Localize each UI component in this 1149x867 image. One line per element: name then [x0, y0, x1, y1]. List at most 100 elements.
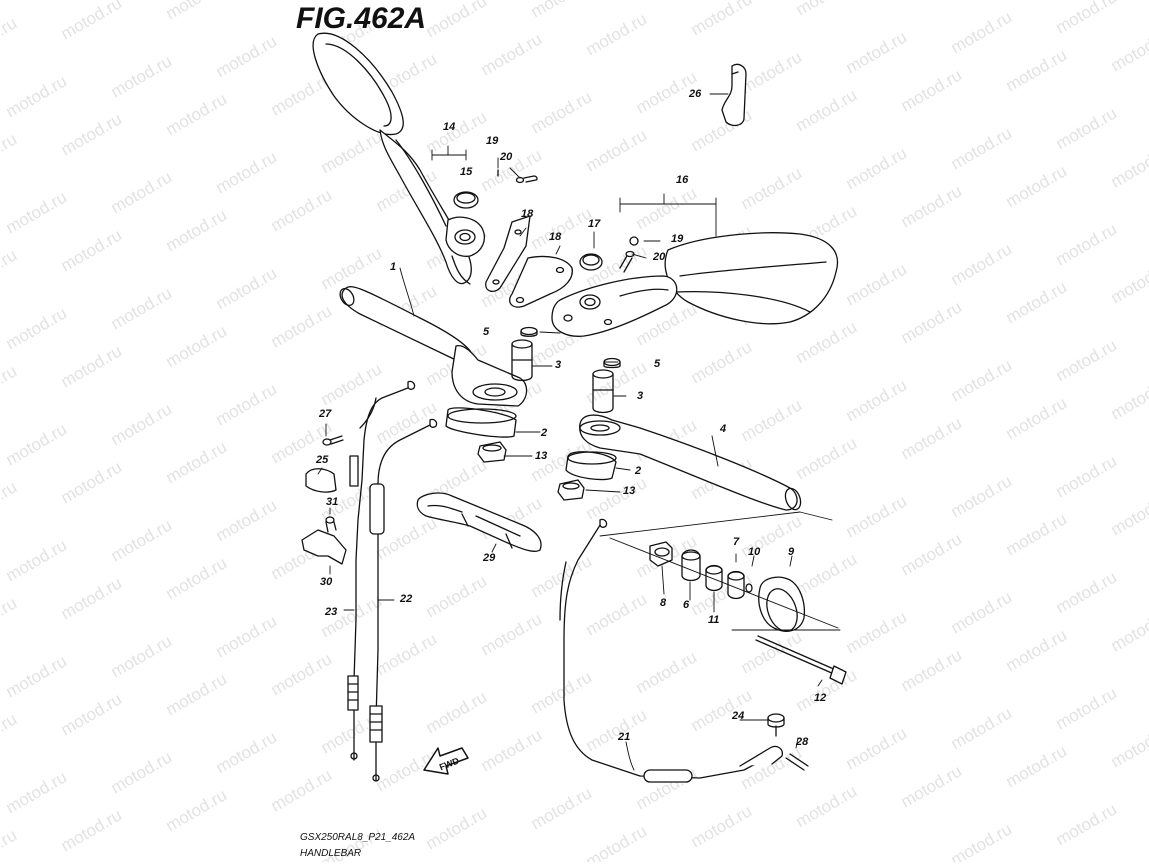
- watermark-text: motod.ru: [1053, 799, 1121, 849]
- watermark-text: motod.ru: [688, 685, 756, 735]
- callout-2b: 2: [634, 465, 641, 477]
- watermark-text: motod.ru: [163, 205, 231, 255]
- watermark-text: motod.ru: [738, 395, 806, 445]
- watermark-text: motod.ru: [163, 553, 231, 603]
- callout-17: 17: [588, 218, 601, 230]
- watermark-text: motod.ru: [108, 167, 176, 217]
- watermark-text: motod.ru: [268, 301, 336, 351]
- watermark-text: motod.ru: [633, 647, 701, 697]
- watermark-text: motod.ru: [948, 471, 1016, 521]
- watermark-text: motod.ru: [1003, 625, 1071, 675]
- watermark-text: motod.ru: [843, 375, 911, 425]
- watermark-text: motod.ru: [843, 491, 911, 541]
- watermark-text: motod.ru: [213, 147, 281, 197]
- watermark-text: motod.ru: [898, 65, 966, 115]
- callout-26: 26: [688, 88, 702, 100]
- watermark-text: motod.ru: [1053, 451, 1121, 501]
- callout-7: 7: [733, 536, 740, 548]
- watermark-text: motod.ru: [58, 341, 126, 391]
- callout-28: 28: [795, 736, 809, 748]
- watermark-text: motod.ru: [898, 181, 966, 231]
- watermark-text: motod.ru: [688, 337, 756, 387]
- watermark-text: motod.ru: [58, 689, 126, 739]
- watermark-text: motod.ru: [688, 105, 756, 155]
- watermark-text: motod.ru: [948, 355, 1016, 405]
- watermark-text: motod.ru: [793, 85, 861, 135]
- watermark-text: motod.ru: [583, 9, 651, 59]
- watermark-text: motod.ru: [528, 0, 596, 21]
- watermark-text: motod.ru: [583, 821, 651, 862]
- watermark-text: motod.ru: [3, 535, 71, 585]
- callout-11: 11: [708, 614, 719, 626]
- watermark-text: motod.ru: [1003, 393, 1071, 443]
- callout-23: 23: [324, 606, 337, 618]
- watermark-text: motod.ru: [3, 187, 71, 237]
- watermark-text: motod.ru: [1108, 721, 1149, 771]
- watermark-text: motod.ru: [1003, 509, 1071, 559]
- watermark-text: motod.ru: [0, 361, 20, 411]
- watermark-text: motod.ru: [58, 225, 126, 275]
- watermark-text: motod.ru: [583, 705, 651, 755]
- callout-21: 21: [617, 731, 630, 743]
- watermark-text: motod.ru: [108, 399, 176, 449]
- watermark-text: motod.ru: [3, 651, 71, 701]
- callout-20b: 20: [652, 251, 666, 263]
- callout-13a: 13: [535, 450, 547, 462]
- left-nut-part: [478, 442, 506, 462]
- callout-25: 25: [315, 454, 329, 466]
- diagram-name: HANDLEBAR: [300, 848, 361, 859]
- callout-19a: 19: [486, 135, 499, 147]
- callout-3a: 3: [555, 359, 561, 371]
- watermark-text: motod.ru: [1108, 373, 1149, 423]
- watermark-text: motod.ru: [478, 725, 546, 775]
- watermark-text: motod.ru: [528, 203, 596, 253]
- watermark-text: motod.ru: [898, 761, 966, 811]
- watermark-text: motod.ru: [528, 667, 596, 717]
- watermark-text: motod.ru: [108, 283, 176, 333]
- watermark-text: motod.ru: [268, 649, 336, 699]
- watermark-text: motod.ru: [528, 783, 596, 833]
- callout-13b: 13: [623, 485, 635, 497]
- callout-24: 24: [731, 710, 744, 722]
- watermark-text: motod.ru: [318, 127, 386, 177]
- watermark-text: motod.ru: [793, 781, 861, 831]
- watermark-text: motod.ru: [948, 123, 1016, 173]
- callout-31: 31: [326, 496, 338, 508]
- mirror-cap-part: [454, 192, 478, 208]
- figure-title: FIG.462A: [296, 2, 426, 36]
- watermark-text: motod.ru: [478, 609, 546, 659]
- watermark-text: motod.ru: [58, 573, 126, 623]
- callout-19b: 19: [671, 233, 684, 245]
- callout-5a: 5: [483, 326, 490, 338]
- diagram-code: GSX250RAL8_P21_462A: [300, 832, 415, 843]
- watermark-text: motod.ru: [898, 529, 966, 579]
- callout-2a: 2: [540, 427, 547, 439]
- watermark-text: motod.ru: [843, 143, 911, 193]
- callout-6: 6: [683, 599, 690, 611]
- watermark-text: motod.ru: [318, 243, 386, 293]
- watermark-text: motod.ru: [163, 0, 231, 23]
- watermark-text: motod.ru: [108, 747, 176, 797]
- watermark-text: motod.ru: [1108, 605, 1149, 655]
- watermark-text: motod.ru: [948, 703, 1016, 753]
- watermark-text: motod.ru: [1003, 161, 1071, 211]
- watermark-text: motod.ru: [948, 819, 1016, 862]
- watermark-text: motod.ru: [268, 185, 336, 235]
- callout-22: 22: [399, 593, 412, 605]
- watermark-text: motod.ru: [58, 0, 126, 43]
- right-mirror-cap-part: [580, 254, 602, 270]
- watermark-text: motod.ru: [0, 825, 20, 862]
- watermark-text: motod.ru: [163, 437, 231, 487]
- callout-29: 29: [482, 552, 496, 564]
- watermark-text: motod.ru: [1053, 103, 1121, 153]
- watermark-text: motod.ru: [793, 665, 861, 715]
- watermark-text: motod.ru: [58, 109, 126, 159]
- watermark-text: motod.ru: [423, 571, 491, 621]
- watermark-text: motod.ru: [0, 477, 20, 527]
- watermark-text: motod.ru: [1003, 741, 1071, 791]
- watermark-text: motod.ru: [163, 669, 231, 719]
- watermark-text: motod.ru: [108, 631, 176, 681]
- callout-30: 30: [320, 576, 333, 588]
